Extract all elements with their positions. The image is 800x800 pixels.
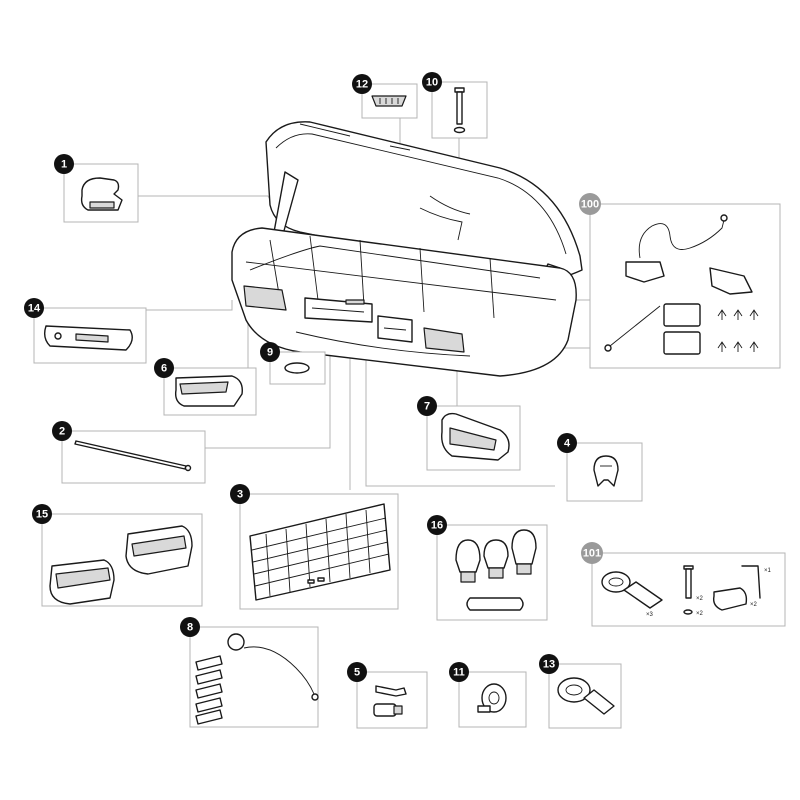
callout-label: 9 (267, 347, 273, 359)
qty-strap: ×3 (646, 612, 654, 618)
callout-9: 9 (260, 342, 280, 362)
part-101-box: ×3 ×2 ×2 ×2 ×1 (591, 552, 786, 627)
roof-box-main (231, 121, 583, 377)
part-8-box (189, 626, 319, 728)
callout-6: 6 (154, 358, 174, 378)
callout-label: 6 (161, 363, 167, 375)
part-7-box (426, 405, 521, 471)
part-10-box (431, 81, 488, 139)
part-3-box (239, 493, 399, 610)
callout-13: 13 (539, 654, 559, 674)
callout-label: 11 (453, 667, 465, 679)
qty-washer: ×2 (696, 611, 704, 617)
callout-label: 4 (564, 438, 571, 450)
part-11-box (458, 671, 527, 728)
callout-label: 13 (543, 659, 555, 671)
callout-101: 101 (581, 542, 603, 564)
part-4-box (566, 442, 643, 502)
part-100-box (589, 203, 781, 369)
callout-label: 12 (356, 79, 368, 91)
qty-clip: ×2 (750, 602, 758, 608)
callout-label: 14 (28, 303, 41, 315)
callout-3: 3 (230, 484, 250, 504)
part-14-box (33, 307, 147, 364)
part-16-box (436, 524, 548, 621)
callout-label: 10 (426, 77, 438, 89)
part-5-box (356, 671, 428, 729)
part-2-box (61, 430, 206, 484)
callout-8: 8 (180, 617, 200, 637)
part-12-box (361, 83, 418, 119)
callout-14: 14 (24, 298, 44, 318)
callout-12: 12 (352, 74, 372, 94)
part-9-box (269, 351, 326, 385)
callout-10: 10 (422, 72, 442, 92)
callout-label: 1 (61, 159, 67, 171)
qty-bolt: ×2 (696, 596, 704, 602)
callout-label: 2 (59, 426, 65, 438)
callout-100: 100 (579, 193, 601, 215)
callout-7: 7 (417, 396, 437, 416)
callout-label: 7 (424, 401, 430, 413)
part-15-box (41, 513, 203, 607)
part-1-box (63, 163, 139, 223)
callout-1: 1 (54, 154, 74, 174)
callout-11: 11 (449, 662, 469, 682)
callout-label: 101 (583, 548, 601, 560)
callout-5: 5 (347, 662, 367, 682)
callout-2: 2 (52, 421, 72, 441)
callout-label: 100 (581, 199, 599, 211)
callout-label: 15 (36, 509, 48, 521)
callout-label: 8 (187, 622, 193, 634)
part-13-box (548, 663, 622, 729)
callout-label: 3 (237, 489, 243, 501)
qty-allen-key: ×1 (764, 568, 772, 574)
part-6-box (163, 367, 257, 416)
callout-label: 16 (431, 520, 443, 532)
callout-4: 4 (557, 433, 577, 453)
callout-label: 5 (354, 667, 360, 679)
callout-16: 16 (427, 515, 447, 535)
callout-15: 15 (32, 504, 52, 524)
